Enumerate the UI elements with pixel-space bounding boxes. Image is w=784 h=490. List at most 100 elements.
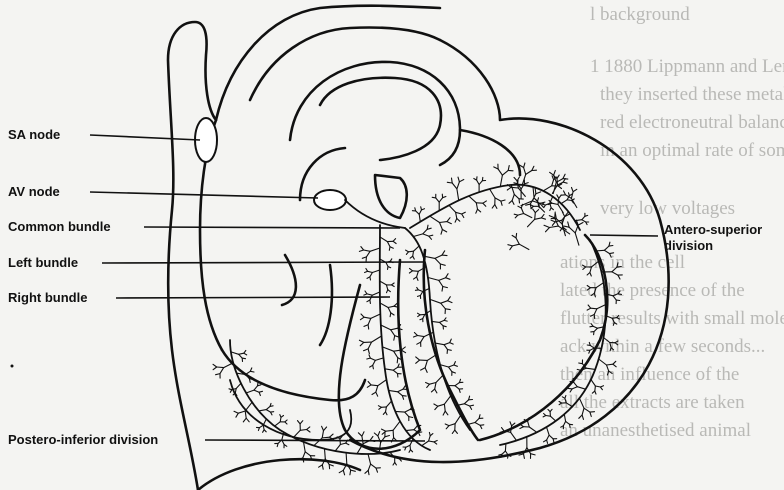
purkinje-fiber	[386, 401, 391, 407]
purkinje-fiber	[406, 250, 409, 252]
purkinje-fiber	[386, 430, 393, 431]
bg-line: all the extracts are taken	[560, 392, 745, 413]
purkinje-fiber	[364, 349, 369, 351]
purkinje-fiber	[443, 411, 445, 415]
purkinje-fiber	[436, 375, 443, 382]
purkinje-fiber	[236, 383, 241, 388]
purkinje-fiber	[360, 342, 364, 345]
purkinje-fiber	[502, 170, 508, 175]
purkinje-fiber	[475, 423, 480, 426]
purkinje-fiber	[380, 281, 387, 285]
left-bundle-path	[405, 228, 470, 430]
purkinje-fiber	[434, 442, 437, 444]
purkinje-fiber	[368, 382, 371, 385]
purkinje-fiber	[612, 318, 617, 319]
purkinje-fiber	[380, 237, 387, 242]
label-left-bundle: Left bundle	[8, 255, 78, 270]
purkinje-fiber	[508, 166, 509, 171]
purkinje-fiber	[439, 278, 446, 281]
purkinje-fiber	[250, 371, 254, 372]
purkinje-fiber	[442, 251, 445, 255]
purkinje-fiber	[557, 175, 559, 179]
purkinje-fiber	[414, 426, 418, 430]
purkinje-fiber	[483, 201, 487, 203]
purkinje-fiber	[464, 400, 468, 404]
purkinje-fiber	[553, 439, 554, 443]
purkinje-fiber	[546, 228, 550, 232]
purkinje-fiber	[510, 246, 513, 250]
purkinje-fiber	[381, 437, 385, 443]
purkinje-fiber	[368, 464, 370, 470]
purkinje-fiber	[361, 314, 364, 317]
purkinje-fiber	[448, 350, 452, 351]
purkinje-fiber	[512, 235, 516, 238]
purkinje-fiber	[244, 353, 247, 355]
purkinje-fiber	[263, 419, 266, 425]
purkinje-fiber	[452, 178, 453, 183]
purkinje-fiber	[346, 443, 349, 445]
purkinje-fiber	[604, 246, 609, 250]
purkinje-fiber	[445, 411, 448, 415]
purkinje-fiber	[259, 425, 263, 428]
purkinje-fiber	[440, 222, 448, 223]
purkinje-fiber	[236, 413, 238, 417]
purkinje-fiber	[405, 412, 409, 417]
purkinje-fiber	[512, 201, 514, 205]
purkinje-fiber	[389, 247, 390, 251]
purkinje-fiber	[535, 189, 536, 194]
purkinje-fiber	[618, 294, 622, 295]
purkinje-fiber	[303, 452, 305, 458]
purkinje-fiber	[547, 435, 550, 440]
purkinje-fiber	[445, 309, 450, 310]
right-ventricle-outer	[198, 459, 360, 490]
purkinje-fiber	[544, 440, 547, 442]
purkinje-fiber	[413, 234, 422, 237]
purkinje-fiber	[362, 432, 364, 436]
his-bundle-path	[345, 200, 405, 228]
aorta-inner	[250, 28, 440, 101]
purkinje-fiber	[406, 430, 414, 431]
purkinje-fiber	[398, 392, 403, 396]
purkinje-fiber	[563, 182, 567, 183]
purkinje-fiber	[246, 390, 254, 393]
purkinje-fiber	[444, 396, 450, 405]
purkinje-fiber	[531, 454, 536, 455]
purkinje-fiber	[518, 188, 525, 196]
purkinje-fiber	[582, 220, 586, 222]
av-node-leader	[90, 192, 318, 198]
purkinje-fiber	[393, 462, 395, 465]
purkinje-fiber	[285, 422, 287, 424]
purkinje-fiber	[444, 320, 447, 321]
purkinje-fiber	[550, 172, 554, 175]
purkinje-fiber	[458, 177, 459, 182]
purkinje-fiber	[216, 374, 220, 375]
purkinje-fiber	[448, 301, 452, 303]
purkinje-fiber	[410, 268, 413, 270]
purkinje-fiber	[397, 358, 398, 363]
purkinje-fiber	[478, 209, 481, 212]
purkinje-fiber	[224, 363, 234, 368]
purkinje-fiber	[511, 187, 518, 188]
purkinje-fiber	[518, 214, 524, 216]
purkinje-fiber	[391, 330, 395, 336]
purkinje-fiber	[418, 433, 420, 436]
right-bundle-leader	[116, 297, 390, 298]
purkinje-fiber	[441, 303, 446, 309]
purkinje-fiber	[443, 287, 448, 288]
purkinje-fiber	[387, 290, 388, 293]
purkinje-fiber	[259, 410, 267, 411]
mitral-leaflet	[375, 175, 407, 218]
purkinje-fiber	[370, 365, 373, 367]
purkinje-fiber	[549, 435, 553, 439]
purkinje-fiber	[430, 299, 441, 303]
purkinje-fiber	[322, 465, 323, 469]
purkinje-fiber	[512, 244, 519, 246]
purkinje-fiber	[444, 343, 450, 345]
purkinje-fiber	[536, 192, 541, 194]
purkinje-fiber	[550, 416, 555, 421]
purkinje-fiber	[421, 368, 426, 370]
purkinje-fiber	[444, 345, 447, 350]
purkinje-fiber	[524, 183, 528, 184]
purkinje-fiber	[459, 180, 463, 182]
purkinje-fiber	[554, 171, 556, 176]
